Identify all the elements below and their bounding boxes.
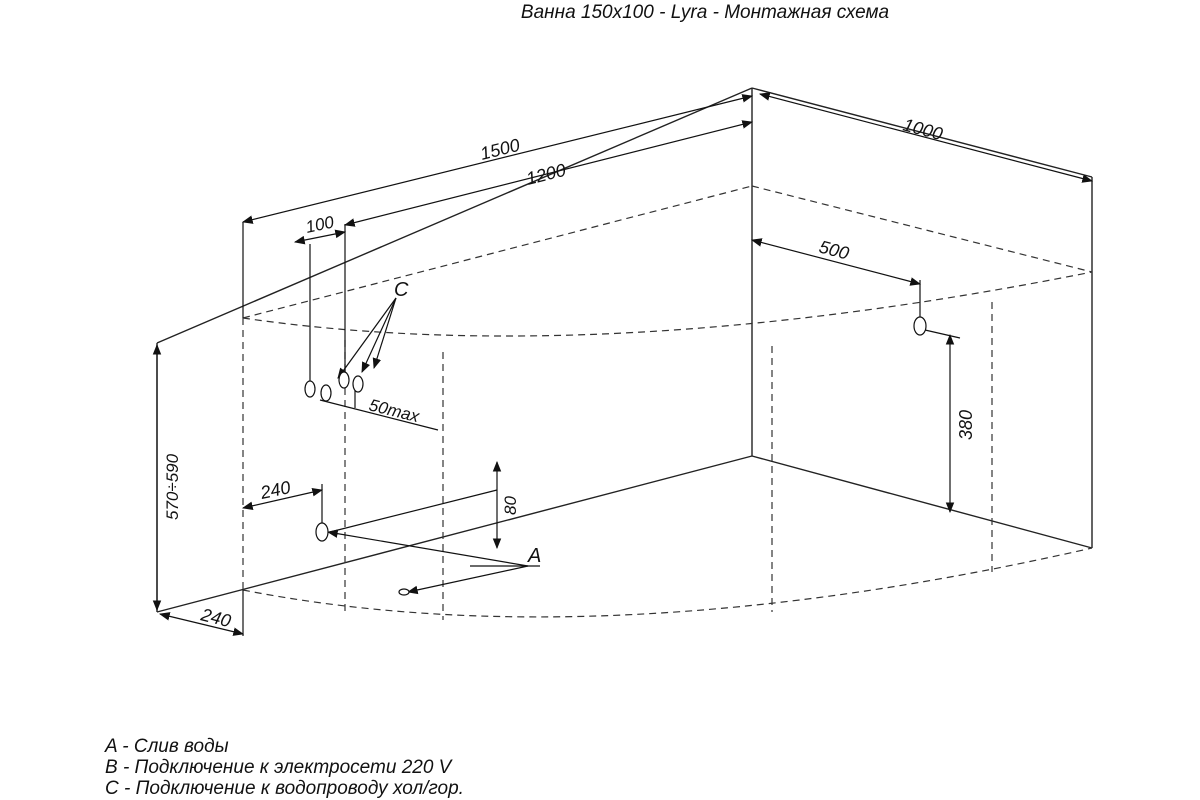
pipe-connections (304, 316, 927, 596)
marker-a: A (527, 545, 541, 567)
dim-height: 570÷590 (163, 453, 182, 520)
dim-depth: 1000 (901, 115, 945, 145)
legend-item-c: C - Подключение к водопроводу хол/гор. (105, 778, 464, 799)
drain-a-bottom (398, 588, 410, 596)
dim-pipe-max: 50max (367, 395, 422, 426)
back-bottom-edge (156, 455, 753, 613)
dim-offset-500: 500 (817, 237, 851, 264)
pipe-c1 (304, 380, 316, 398)
diagram-title: Ванна 150x100 - Lyra - Монтажная схема (520, 2, 890, 23)
dim-drain-offset-top: 240 (258, 477, 293, 503)
outlet-b (913, 316, 927, 336)
dim-outlet-height: 380 (956, 410, 976, 440)
legend: A - Слив воды B - Подключение к электрос… (105, 736, 464, 799)
marker-c: C (394, 279, 409, 301)
dim-total-length: 1500 (478, 135, 522, 164)
drain-a (315, 522, 329, 542)
pipe-c3 (338, 371, 350, 389)
back-top-edge (156, 87, 753, 344)
pipe-c4 (352, 375, 364, 393)
bathtub-outline (156, 87, 1093, 613)
legend-item-b: B - Подключение к электросети 220 V (105, 757, 452, 778)
dim-drain-offset-bottom: 240 (198, 604, 233, 631)
dim-pipe-spacing: 100 (304, 212, 336, 237)
dim-inner-length: 1200 (524, 160, 568, 189)
right-bottom-edge (751, 455, 1093, 549)
legend-item-a: A - Слив воды (105, 736, 229, 757)
pipe-c2 (320, 384, 332, 402)
dim-drain-height: 80 (501, 496, 520, 515)
dimension-lines (152, 92, 1094, 636)
